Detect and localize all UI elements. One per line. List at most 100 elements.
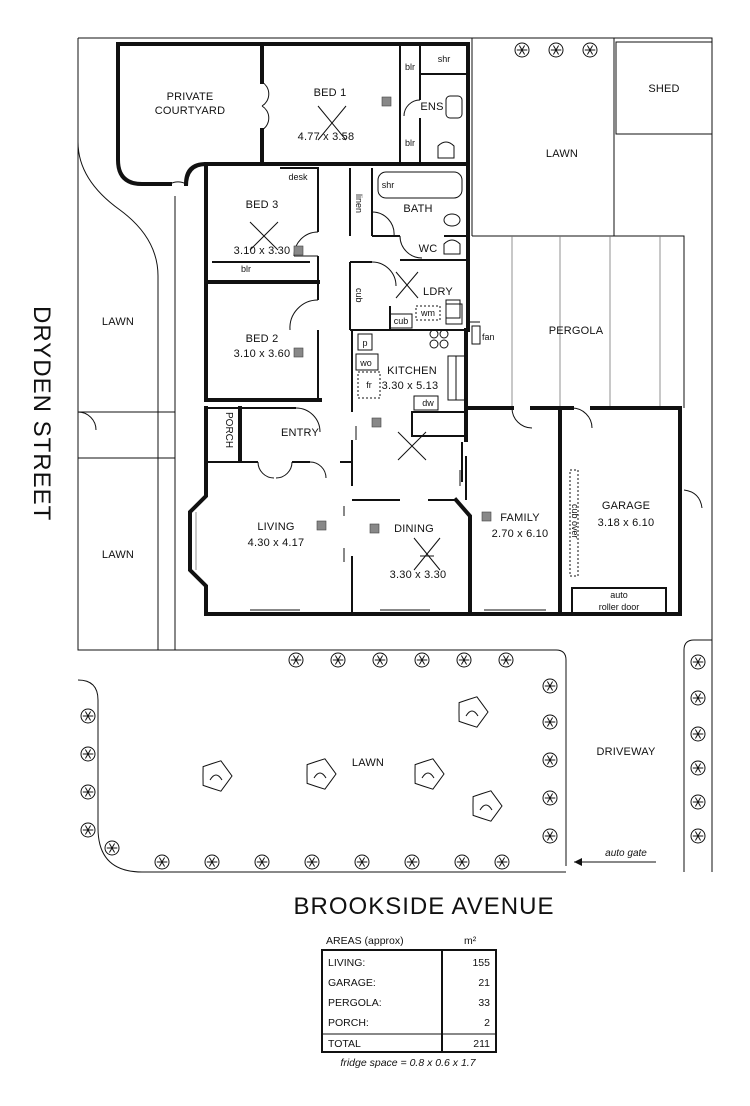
shrub-icon — [690, 726, 706, 742]
shrub-icon — [690, 690, 706, 706]
dw-label: dw — [422, 398, 434, 408]
shrub-icon — [80, 784, 96, 800]
area-row-value: 33 — [478, 997, 490, 1009]
fr-label: fr — [366, 380, 372, 390]
blr-bed1-lower: blr — [405, 138, 415, 148]
shrub-icon — [372, 652, 388, 668]
shrub-icon — [104, 840, 120, 856]
entry-label: ENTRY — [281, 427, 320, 439]
bed1-dims: 4.77 x 3.58 — [298, 131, 355, 143]
bed2-dims: 3.10 x 3.60 — [234, 348, 291, 360]
area-row-label: GARAGE: — [328, 977, 376, 989]
family-dims: 2.70 x 6.10 — [492, 528, 549, 540]
door-swings — [169, 81, 593, 611]
total-label: TOTAL — [328, 1038, 361, 1050]
shrub-icon — [690, 654, 706, 670]
site-boundary — [77, 37, 713, 873]
shrub-icon — [494, 854, 510, 870]
shrub-icon — [354, 854, 370, 870]
shrub-icon — [542, 790, 558, 806]
pergola-label: PERGOLA — [549, 325, 604, 337]
tree-icon — [472, 790, 503, 822]
fan-label: fan — [482, 332, 495, 342]
courtyard-label: PRIVATE — [167, 91, 214, 103]
wo-label: wo — [359, 358, 372, 368]
kitchen-dims: 3.30 x 5.13 — [382, 380, 439, 392]
porch-label: PORCH — [223, 412, 234, 448]
blr-bed1-upper: blr — [405, 62, 415, 72]
shrub-icon — [254, 854, 270, 870]
dining-name: DINING — [394, 523, 434, 535]
areas-unit: m² — [464, 935, 477, 947]
shrub-icon — [690, 828, 706, 844]
lawn-top-label: LAWN — [546, 148, 578, 160]
living-name: LIVING — [257, 521, 294, 533]
shrub-icon — [498, 652, 514, 668]
linen-label: linen — [354, 194, 364, 213]
lawn-front-label: LAWN — [352, 757, 384, 769]
shrub-icon — [690, 794, 706, 810]
tree-icon — [202, 760, 233, 792]
wc-label: WC — [419, 243, 438, 255]
lawn-left-upper-label: LAWN — [102, 316, 134, 328]
lawn-left-lower-label: LAWN — [102, 549, 134, 561]
area-row-label: LIVING: — [328, 957, 365, 969]
dining-dims: 3.30 x 3.30 — [390, 569, 447, 581]
cub-over-label: cub over — [570, 504, 580, 539]
area-row-value: 2 — [484, 1017, 490, 1029]
area-row-value: 21 — [478, 977, 490, 989]
shrub-icon — [304, 854, 320, 870]
shrub-icon — [456, 652, 472, 668]
bed3-name: BED 3 — [246, 199, 279, 211]
shrub-icon — [454, 854, 470, 870]
labels: PRIVATE COURTYARD SHED LAWN LAWN LAWN LA… — [28, 54, 679, 920]
family-name: FAMILY — [500, 512, 540, 524]
shrub-icon — [542, 678, 558, 694]
house-walls — [116, 42, 682, 616]
ens-label: ENS — [420, 101, 443, 113]
shrub-icon — [690, 760, 706, 776]
area-row-label: PORCH: — [328, 1017, 369, 1029]
driveway-label: DRIVEWAY — [596, 746, 656, 758]
shr-bath: shr — [382, 180, 395, 190]
shrub-icon — [80, 822, 96, 838]
auto-gate-label: auto gate — [605, 848, 647, 859]
p-label: p — [362, 338, 367, 348]
shr-ens: shr — [438, 54, 451, 64]
shrub-icon — [414, 652, 430, 668]
landscape-shrubs — [80, 42, 706, 870]
ldry-label: LDRY — [423, 286, 453, 298]
shrub-icon — [542, 828, 558, 844]
blr-bed3: blr — [241, 264, 251, 274]
kitchen-name: KITCHEN — [387, 365, 437, 377]
shrub-icon — [542, 714, 558, 730]
shrub-icon — [514, 42, 530, 58]
area-row-label: PERGOLA: — [328, 997, 382, 1009]
courtyard-label-2: COURTYARD — [155, 105, 225, 117]
street-bottom: BROOKSIDE AVENUE — [294, 893, 555, 920]
garage-name: GARAGE — [602, 500, 650, 512]
shrub-icon — [288, 652, 304, 668]
roller-door-label-2: roller door — [599, 602, 640, 612]
area-row-value: 155 — [472, 957, 490, 969]
shrub-icon — [548, 42, 564, 58]
bed3-dims: 3.10 x 3.30 — [234, 245, 291, 257]
shrub-icon — [404, 854, 420, 870]
tree-icon — [306, 758, 337, 790]
fixtures — [249, 95, 492, 571]
tree-icon — [414, 758, 445, 790]
shrub-icon — [582, 42, 598, 58]
living-dims: 4.30 x 4.17 — [248, 537, 305, 549]
garage-dims: 3.18 x 6.10 — [598, 517, 655, 529]
total-value: 211 — [473, 1038, 490, 1050]
fridge-note: fridge space = 0.8 x 0.6 x 1.7 — [340, 1057, 476, 1069]
cub-laundry-side: cub — [354, 288, 364, 303]
shrub-icon — [80, 746, 96, 762]
bed1-name: BED 1 — [314, 87, 347, 99]
areas-title: AREAS (approx) — [326, 935, 404, 947]
cub-laundry: cub — [394, 316, 409, 326]
wm-label: wm — [420, 308, 435, 318]
